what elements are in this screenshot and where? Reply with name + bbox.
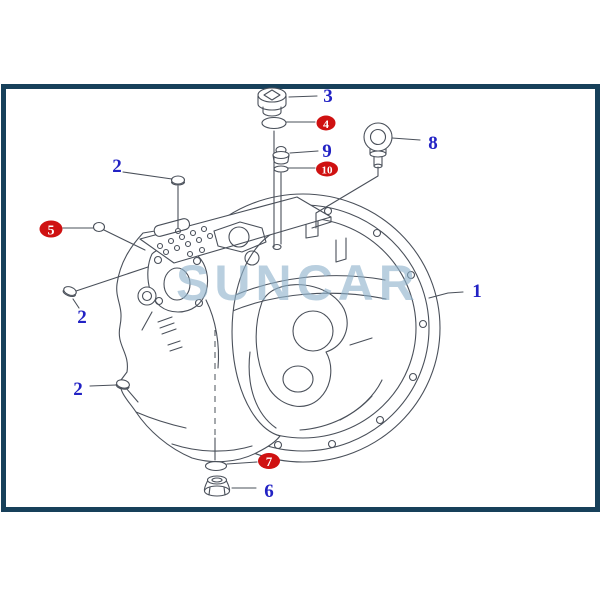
badge-oval-5 — [39, 220, 63, 238]
diagram-border-frame — [1, 84, 600, 512]
callout-5-badge: 5 — [39, 220, 63, 239]
ring-interior-details — [229, 214, 387, 431]
side-port-boss — [137, 286, 157, 306]
callout-9: 9 — [322, 141, 332, 162]
callout-7-badge: 7 — [258, 453, 280, 469]
leader-lines — [62, 95, 464, 489]
bolt-part-2c — [115, 379, 130, 390]
callout-1: 1 — [472, 281, 482, 302]
nut-part-6 — [203, 475, 231, 497]
callout-3: 3 — [323, 86, 333, 107]
callout-2c: 2 — [73, 379, 83, 400]
badge-callouts: 4 10 5 7 — [39, 115, 338, 469]
svg-text:7: 7 — [266, 454, 273, 469]
callout-2b: 2 — [77, 307, 87, 328]
callout-6: 6 — [264, 481, 274, 502]
bolt-part-2a — [170, 175, 186, 186]
bolt-part-9 — [272, 145, 290, 165]
bolt-part-2b — [62, 286, 77, 298]
badge-oval-10 — [316, 161, 338, 177]
badge-oval-7 — [258, 453, 280, 469]
valve-plate — [139, 196, 332, 266]
svg-text:10: 10 — [322, 165, 334, 177]
plug-part-3 — [257, 87, 287, 117]
callout-8: 8 — [428, 133, 438, 154]
o-ring-part-4 — [261, 116, 287, 130]
o-ring-part-7 — [204, 460, 228, 472]
callout-labels: 3 9 8 2 2 2 1 6 — [73, 86, 482, 502]
svg-text:4: 4 — [323, 117, 329, 131]
callout-4-badge: 4 — [316, 115, 336, 131]
eye-bolt-part-8 — [363, 122, 393, 169]
washer-part-5 — [92, 221, 106, 233]
svg-text:5: 5 — [48, 224, 55, 239]
callout-2a: 2 — [112, 156, 122, 177]
callout-10-badge: 10 — [316, 161, 338, 177]
casting-lines — [135, 299, 253, 452]
axis-lines — [75, 130, 379, 461]
badge-oval-4 — [316, 115, 336, 131]
o-ring-part-10 — [273, 165, 289, 173]
